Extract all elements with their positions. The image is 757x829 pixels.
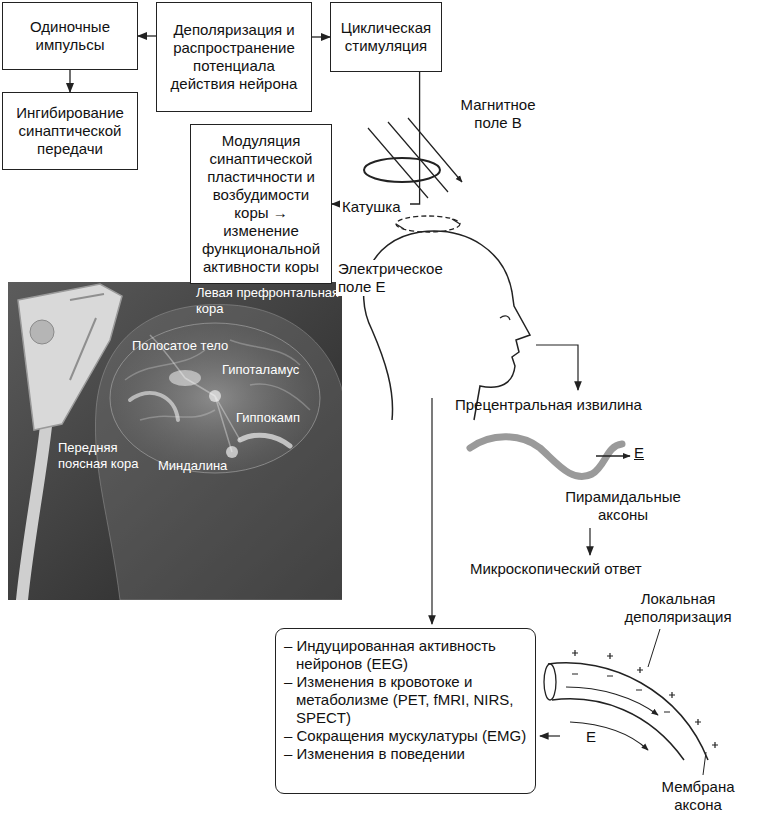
head-silhouette [95, 304, 342, 600]
leader-line [648, 629, 660, 667]
box-text: – Изменения в поведении [284, 745, 527, 763]
box-text: Одиночные импульсы [9, 18, 131, 54]
process-box: Модуляция синаптической пластичности и в… [190, 124, 332, 284]
field-symbol: E [586, 728, 600, 746]
part-label: Катушка [340, 198, 410, 216]
field-symbol: E [634, 444, 648, 462]
charge-plus [572, 650, 718, 748]
flow-arrow [312, 36, 330, 37]
flow-arrow [138, 35, 156, 36]
coil-detail [70, 294, 104, 380]
part-label: Локальная деполяризация [605, 590, 751, 626]
brain-outline [110, 323, 320, 473]
box-text: Циклическая стимуляция [337, 19, 435, 55]
flow-arrow [69, 70, 70, 92]
leader-arrow [540, 735, 560, 736]
coil-knob [30, 320, 54, 344]
axon-membrane [552, 699, 684, 760]
axon-end [544, 664, 556, 700]
brain-region-label: Передняя поясная кора [58, 440, 146, 471]
part-label: Мембрана аксона [642, 778, 754, 814]
leader-arrow [431, 398, 432, 624]
leader-arrow [536, 345, 578, 390]
brain-region-label: Гиппокамп [236, 410, 336, 426]
box-text: – Сокращения мускулатуры (EMG) [284, 727, 527, 745]
leader-line [703, 752, 706, 775]
brain-region-label: Миндалина [158, 458, 230, 474]
field-arrow [596, 455, 630, 456]
box-text: Ингибирование синаптической передачи [9, 104, 131, 158]
field-label: Магнитное поле B [452, 96, 544, 132]
part-label: Прецентральная извилина [455, 396, 655, 414]
hippocampus-shape [240, 435, 290, 446]
axon-membrane [548, 663, 708, 760]
brain-photo [8, 282, 342, 600]
electric-field-arrows [396, 219, 460, 229]
result-box: – Индуцированная активность нейронов (EE… [275, 628, 536, 794]
process-box: Ингибирование синаптической передачи [2, 92, 138, 170]
electric-field-loop [396, 216, 460, 232]
charge-minus [572, 674, 670, 712]
box-text: – Индуцированная активность нейронов (EE… [284, 637, 527, 673]
box-text: Деполяризация и распространение потенциа… [163, 21, 305, 93]
leader-arrow [589, 528, 590, 555]
field-arrow [570, 722, 648, 750]
coil-symbol [364, 158, 440, 182]
tms-coil-device [18, 284, 122, 430]
brain-region-label: Левая префронтальная кора [196, 285, 342, 316]
brain-region-label: Полосатое тело [132, 338, 232, 354]
process-box: Циклическая стимуляция [330, 2, 442, 72]
cingulate-shape [130, 393, 178, 420]
coil-cable [22, 426, 46, 600]
flow-arrow [332, 72, 420, 204]
box-text: – Изменения в кровотоке и метаболизме (P… [284, 673, 527, 727]
eye-mark [500, 316, 510, 320]
part-label: Микроскопический ответ [470, 560, 690, 578]
process-box: Деполяризация и распространение потенциа… [156, 2, 312, 112]
field-label: Электрическое поле E [336, 260, 448, 296]
part-label: Пирамидальные аксоны [548, 488, 698, 524]
field-arrow [566, 687, 658, 715]
brain-region-label: Гипоталамус [222, 362, 322, 378]
box-text: Модуляция синаптической пластичности и в… [197, 132, 325, 276]
process-box: Одиночные импульсы [2, 2, 138, 70]
